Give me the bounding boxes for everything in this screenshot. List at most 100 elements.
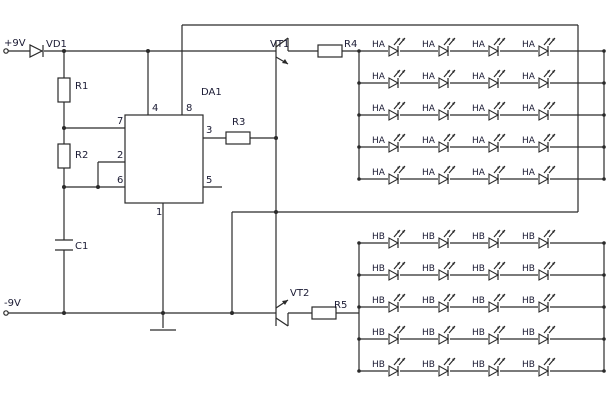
led: HB [422, 357, 456, 377]
supply-negative-terminal [3, 310, 9, 316]
led: HA [372, 165, 406, 185]
led-row: HA HA HA HA [357, 37, 606, 57]
led: HA [422, 37, 456, 57]
led: HA [522, 101, 556, 121]
led-label: HA [372, 168, 386, 178]
led-label: HA [522, 136, 536, 146]
resistor-r2-label: R2 [75, 150, 88, 161]
led-label: HA [422, 40, 436, 50]
led-label: HA [422, 168, 436, 178]
led-label: HB [422, 296, 435, 306]
led-label: HB [372, 296, 385, 306]
led-row: HB HB HB HB [357, 229, 606, 249]
led-label: HA [522, 168, 536, 178]
led-label: HB [372, 232, 385, 242]
led-label: HA [372, 40, 386, 50]
ic-pin-6: 6 [117, 175, 123, 186]
led-row: HB HB HB HB [357, 325, 606, 345]
led-row: HA HA HA HA [357, 165, 606, 185]
led: HB [422, 261, 456, 281]
led-label: HB [422, 264, 435, 274]
ic-wiring [64, 25, 276, 331]
led: HA [422, 101, 456, 121]
led: HB [472, 325, 506, 345]
resistor-r3-label: R3 [232, 117, 245, 128]
led-label: HA [522, 72, 536, 82]
supply-positive-terminal [3, 48, 9, 54]
led-label: HB [522, 232, 535, 242]
led: HA [422, 69, 456, 89]
transistor-vt1 [270, 37, 318, 296]
led-label: HB [522, 264, 535, 274]
led: HA [472, 165, 506, 185]
led-label: HB [372, 360, 385, 370]
led: HB [522, 261, 556, 281]
resistor-r1-label: R1 [75, 81, 88, 92]
resistor-r5-label: R5 [334, 300, 347, 311]
ic-pin-3: 3 [206, 125, 212, 136]
led-label: HA [422, 104, 436, 114]
ic-pin-2: 2 [117, 150, 123, 161]
capacitor-c1 [55, 239, 73, 251]
ic-pin-5: 5 [206, 175, 212, 186]
ic-pin-1: 1 [156, 207, 162, 218]
led-label: HB [372, 328, 385, 338]
led-label: HA [422, 136, 436, 146]
led-row: HB HB HB HB [357, 261, 606, 281]
led-label: HA [372, 72, 386, 82]
led: HB [472, 357, 506, 377]
led-label: HA [472, 40, 486, 50]
led: HB [372, 229, 406, 249]
led: HA [372, 69, 406, 89]
supply-positive-label: +9V [4, 38, 26, 49]
supply-negative-label: -9V [4, 298, 21, 309]
led: HA [422, 133, 456, 153]
led: HB [522, 293, 556, 313]
led: HB [372, 261, 406, 281]
led: HA [522, 133, 556, 153]
led-label: HB [472, 232, 485, 242]
resistor-r2 [57, 143, 71, 169]
ic-pin-8: 8 [186, 103, 192, 114]
led-label: HA [472, 136, 486, 146]
transistor-vt2 [270, 296, 312, 327]
led: HA [472, 133, 506, 153]
led-label: HB [522, 360, 535, 370]
led-label: HA [422, 72, 436, 82]
led-label: HB [422, 328, 435, 338]
led: HA [472, 37, 506, 57]
led: HB [372, 325, 406, 345]
led: HA [372, 101, 406, 121]
led-label: HA [372, 104, 386, 114]
led-label: HB [522, 328, 535, 338]
led-label: HA [522, 40, 536, 50]
led: HB [472, 261, 506, 281]
led-label: HA [472, 168, 486, 178]
led: HA [372, 133, 406, 153]
led-row: HA HA HA HA [357, 69, 606, 89]
capacitor-c1-label: C1 [75, 241, 88, 252]
led-label: HB [472, 328, 485, 338]
ic-pin-4: 4 [152, 103, 158, 114]
ic-da1 [124, 114, 204, 204]
led: HB [372, 293, 406, 313]
led: HA [522, 37, 556, 57]
led-label: HA [522, 104, 536, 114]
led-label: HB [522, 296, 535, 306]
led-label: HB [372, 264, 385, 274]
led: HB [422, 293, 456, 313]
led: HB [372, 357, 406, 377]
led: HA [522, 69, 556, 89]
resistor-r5 [311, 306, 337, 320]
diode-vd1 [29, 44, 44, 58]
led-row: HA HA HA HA [357, 133, 606, 153]
led: HB [472, 229, 506, 249]
led-label: HB [422, 232, 435, 242]
top-return-wire [182, 24, 579, 313]
led-label: HB [422, 360, 435, 370]
transistor-vt2-label: VT2 [290, 288, 309, 299]
ic-da1-label: DA1 [201, 87, 222, 98]
led-label: HA [472, 72, 486, 82]
led-label: HB [472, 360, 485, 370]
